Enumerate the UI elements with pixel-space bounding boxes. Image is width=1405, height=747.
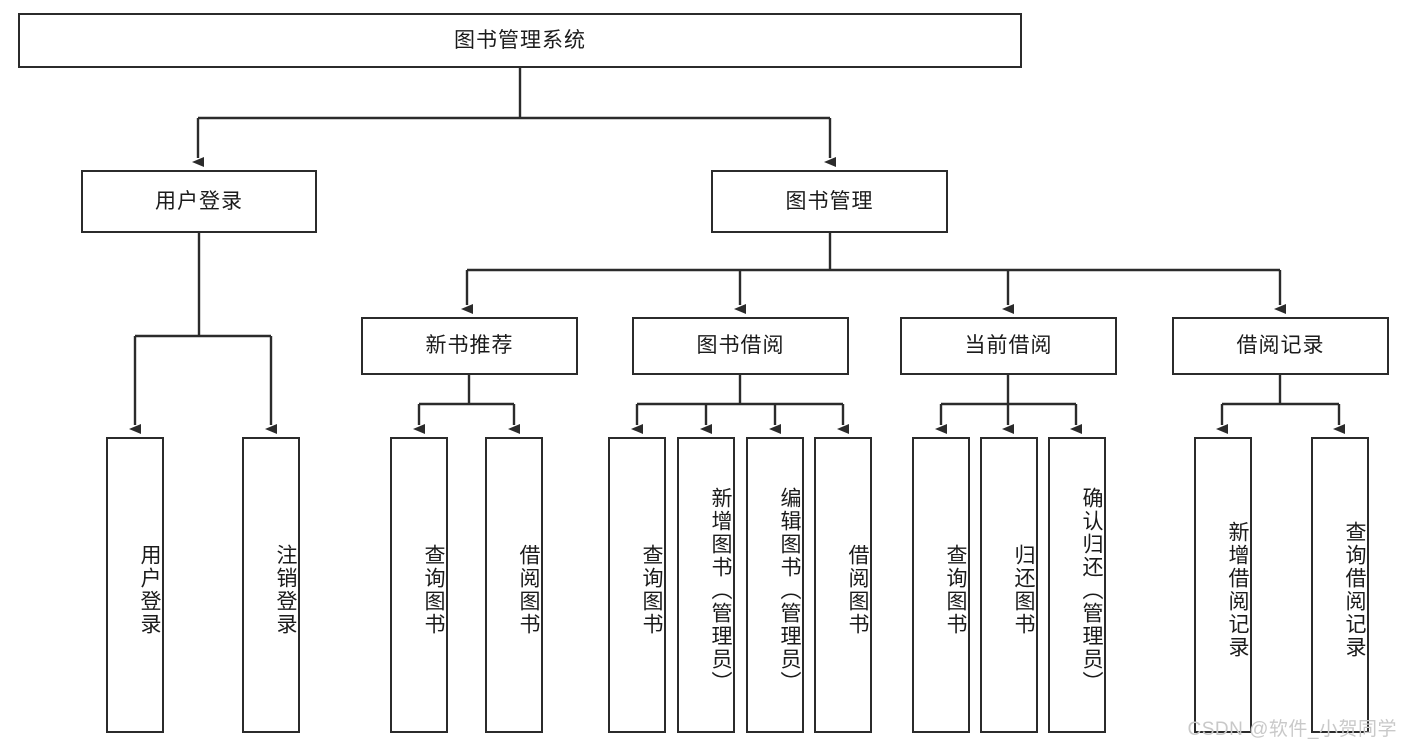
node-label: 新增借阅记录	[1226, 521, 1249, 659]
leaf-current-confirm-return-admin[interactable]: 确认归还（管理员）	[1048, 437, 1106, 733]
node-label: 编辑图书（管理员）	[778, 486, 801, 694]
node-label: 借阅图书	[517, 544, 540, 636]
leaf-current-query-book[interactable]: 查询图书	[912, 437, 970, 733]
node-user-login[interactable]: 用户登录	[81, 170, 317, 233]
node-label: 用户登录	[155, 189, 243, 213]
node-label: 用户登录	[138, 544, 161, 636]
leaf-user-login-signout[interactable]: 注销登录	[242, 437, 300, 733]
watermark-text: CSDN @软件_小贺同学	[1187, 719, 1397, 740]
node-root-system[interactable]: 图书管理系统	[18, 13, 1022, 68]
node-new-book-recommend[interactable]: 新书推荐	[361, 317, 578, 375]
leaf-user-login-signin[interactable]: 用户登录	[106, 437, 164, 733]
node-book-management[interactable]: 图书管理	[711, 170, 948, 233]
node-label: 查询借阅记录	[1343, 521, 1366, 659]
node-label: 图书借阅	[696, 334, 785, 358]
node-book-borrow[interactable]: 图书借阅	[632, 317, 849, 375]
node-label: 图书管理系统	[454, 28, 586, 52]
leaf-new-book-query[interactable]: 查询图书	[390, 437, 448, 733]
node-label: 新增图书（管理员）	[709, 486, 732, 694]
leaf-borrow-borrow-book[interactable]: 借阅图书	[814, 437, 872, 733]
node-label: 借阅图书	[846, 544, 869, 636]
node-label: 借阅记录	[1236, 334, 1325, 358]
leaf-new-book-borrow[interactable]: 借阅图书	[485, 437, 543, 733]
node-borrow-records[interactable]: 借阅记录	[1172, 317, 1389, 375]
leaf-records-query-record[interactable]: 查询借阅记录	[1311, 437, 1369, 733]
node-label: 新书推荐	[425, 334, 514, 358]
node-label: 当前借阅	[964, 334, 1053, 358]
node-current-borrow[interactable]: 当前借阅	[900, 317, 1117, 375]
leaf-borrow-edit-book-admin[interactable]: 编辑图书（管理员）	[746, 437, 804, 733]
node-label: 确认归还（管理员）	[1080, 486, 1103, 694]
node-label: 归还图书	[1012, 544, 1035, 636]
node-label: 查询图书	[422, 544, 445, 636]
leaf-current-return-book[interactable]: 归还图书	[980, 437, 1038, 733]
leaf-borrow-query-book[interactable]: 查询图书	[608, 437, 666, 733]
leaf-borrow-add-book-admin[interactable]: 新增图书（管理员）	[677, 437, 735, 733]
node-label: 图书管理	[785, 189, 874, 213]
node-label: 查询图书	[640, 544, 663, 636]
node-label: 注销登录	[274, 544, 297, 636]
node-label: 查询图书	[944, 544, 967, 636]
leaf-records-add-record[interactable]: 新增借阅记录	[1194, 437, 1252, 733]
